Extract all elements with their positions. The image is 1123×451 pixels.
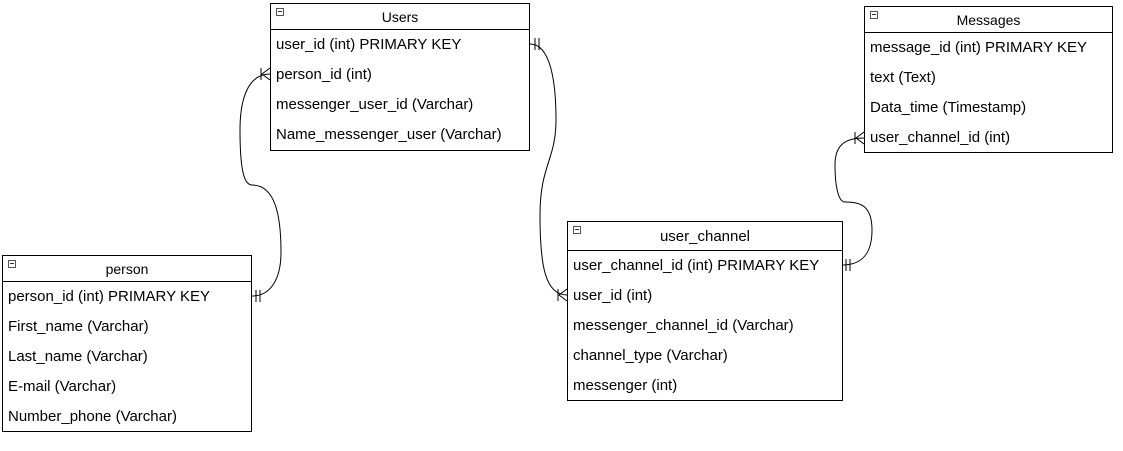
attribute-number-phone: Number_phone (Varchar) xyxy=(8,408,177,425)
collapse-icon[interactable] xyxy=(870,11,878,19)
attribute-data-time: Data_time (Timestamp) xyxy=(870,99,1027,116)
entity-person[interactable]: person person_id (int) PRIMARY KEY First… xyxy=(2,255,252,432)
entity-person-title: person xyxy=(105,260,149,277)
entity-user-channel-header[interactable]: user_channel xyxy=(568,222,842,251)
attribute-message-id: message_id (int) PRIMARY KEY xyxy=(870,39,1088,56)
attribute-name-messenger-user: Name_messenger_user (Varchar) xyxy=(276,126,502,143)
attribute-messenger-user-id: messenger_user_id (Varchar) xyxy=(276,96,474,113)
attribute-last-name: Last_name (Varchar) xyxy=(8,348,148,365)
rel-userchannel-messages xyxy=(834,131,873,271)
attribute-user-channel-id: user_channel_id (int) xyxy=(870,129,1011,146)
entity-messages-title: Messages xyxy=(956,11,1021,28)
collapse-icon[interactable] xyxy=(573,226,581,234)
entity-users-title: Users xyxy=(381,8,419,25)
attribute-user-channel-id: user_channel_id (int) PRIMARY KEY xyxy=(573,257,820,274)
attribute-user-id: user_id (int) PRIMARY KEY xyxy=(276,36,462,53)
rel-person-users xyxy=(239,67,282,302)
rel-users-userchannel xyxy=(529,38,568,302)
attribute-email: E-mail (Varchar) xyxy=(8,378,117,395)
attribute-messenger: messenger (int) xyxy=(573,377,678,394)
entity-user-channel-title: user_channel xyxy=(659,227,751,245)
attribute-user-id: user_id (int) xyxy=(573,287,653,304)
entity-users[interactable]: Users user_id (int) PRIMARY KEY person_i… xyxy=(270,3,530,151)
entity-messages-header[interactable]: Messages xyxy=(865,7,1112,33)
collapse-icon[interactable] xyxy=(8,260,16,268)
attribute-person-id: person_id (int) xyxy=(276,66,372,83)
entity-user-channel[interactable]: user_channel user_channel_id (int) PRIMA… xyxy=(567,221,843,401)
attribute-text: text (Text) xyxy=(870,69,936,86)
entity-users-header[interactable]: Users xyxy=(271,4,529,30)
entity-person-header[interactable]: person xyxy=(3,256,251,282)
attribute-person-id: person_id (int) PRIMARY KEY xyxy=(8,288,211,305)
attribute-channel-type: channel_type (Varchar) xyxy=(573,347,728,364)
attribute-first-name: First_name (Varchar) xyxy=(8,318,149,335)
entity-messages[interactable]: Messages message_id (int) PRIMARY KEY te… xyxy=(864,6,1113,153)
collapse-icon[interactable] xyxy=(276,8,284,16)
attribute-messenger-channel-id: messenger_channel_id (Varchar) xyxy=(573,317,794,334)
